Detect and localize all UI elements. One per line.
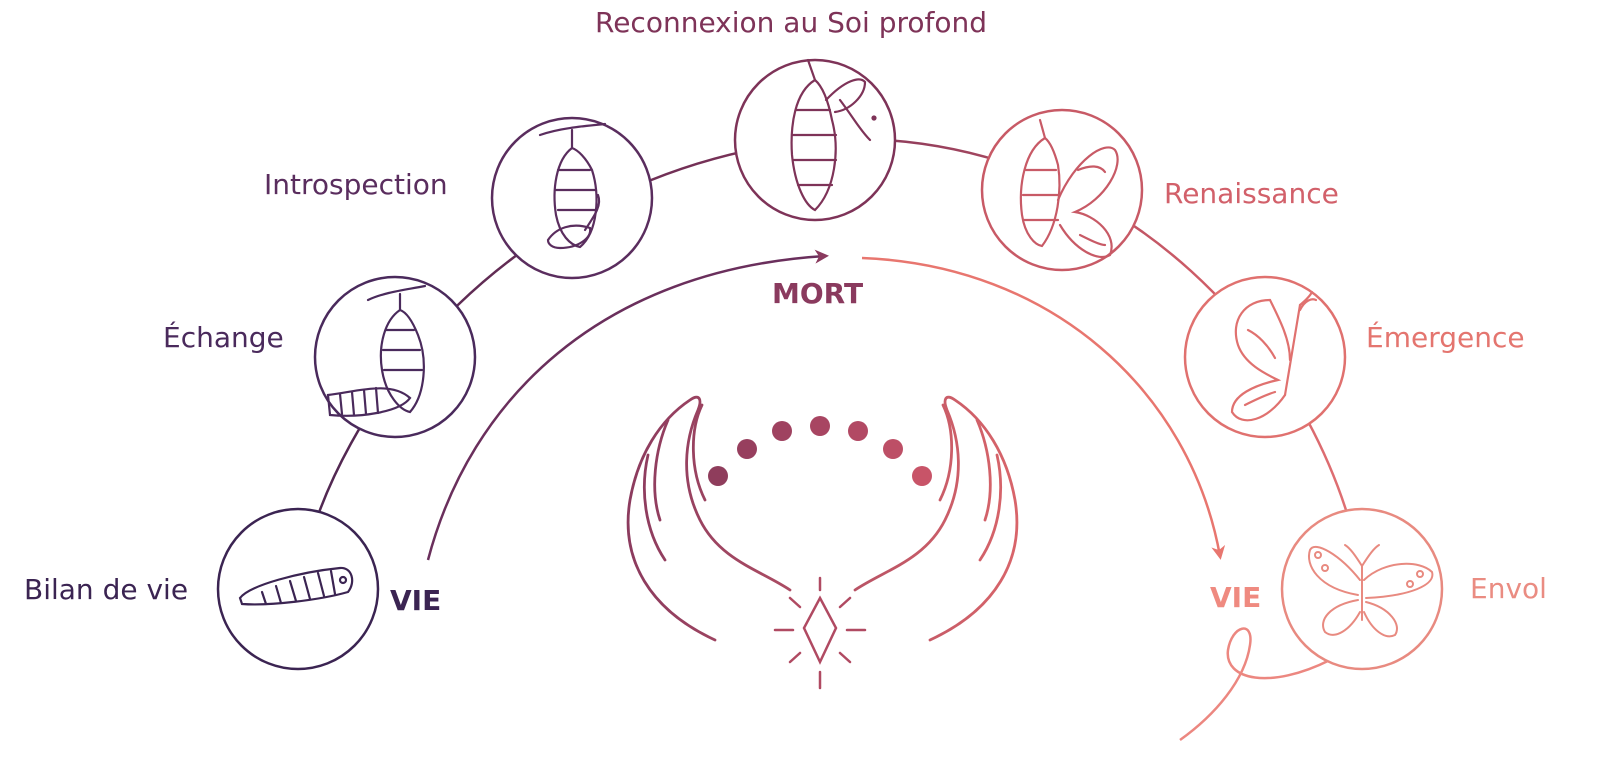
stage-label-echange: Échange: [163, 320, 284, 354]
arrow-vie-to-mort: [426, 249, 829, 561]
dot: [772, 421, 792, 441]
dot: [848, 421, 868, 441]
cupped-hands-icon: [626, 395, 1019, 642]
emerging-butterfly-icon: [1019, 118, 1119, 259]
arc-label-mort: MORT: [772, 277, 863, 310]
caterpillar-icon: [238, 566, 354, 606]
arc-label-vie-end: VIE: [1210, 581, 1261, 614]
dot: [883, 439, 903, 459]
dot: [708, 466, 728, 486]
stage-circle: [490, 116, 654, 280]
diamond-spark-icon: [773, 576, 867, 690]
stage-label-renaissance: Renaissance: [1164, 177, 1339, 210]
stage-label-introspection: Introspection: [264, 168, 448, 201]
dot: [912, 466, 932, 486]
stage-circle: [733, 58, 897, 222]
stage-circle: [313, 275, 477, 439]
dot: [810, 416, 830, 436]
stage-circle: [216, 507, 380, 671]
butterfly-side-icon: [1230, 290, 1318, 422]
arc-label-vie-start: VIE: [390, 584, 441, 617]
arrow-mort-to-vie: [861, 256, 1226, 560]
caterpillar-chrysalis-icon: [326, 284, 427, 417]
chrysalis-leaf-icon: [790, 58, 877, 212]
chrysalis-icon: [538, 122, 607, 250]
stage-label-bilan-de-vie: Bilan de vie: [24, 573, 188, 606]
dot-arc: [708, 416, 932, 486]
stage-label-emergence: Émergence: [1366, 320, 1525, 354]
flight-trail: [1179, 627, 1331, 742]
stage-label-reconnexion: Reconnexion au Soi profond: [595, 6, 987, 39]
stage-circle: [1183, 275, 1347, 439]
stage-label-envol: Envol: [1470, 572, 1547, 605]
butterfly-open-icon: [1308, 544, 1434, 638]
dot: [737, 439, 757, 459]
